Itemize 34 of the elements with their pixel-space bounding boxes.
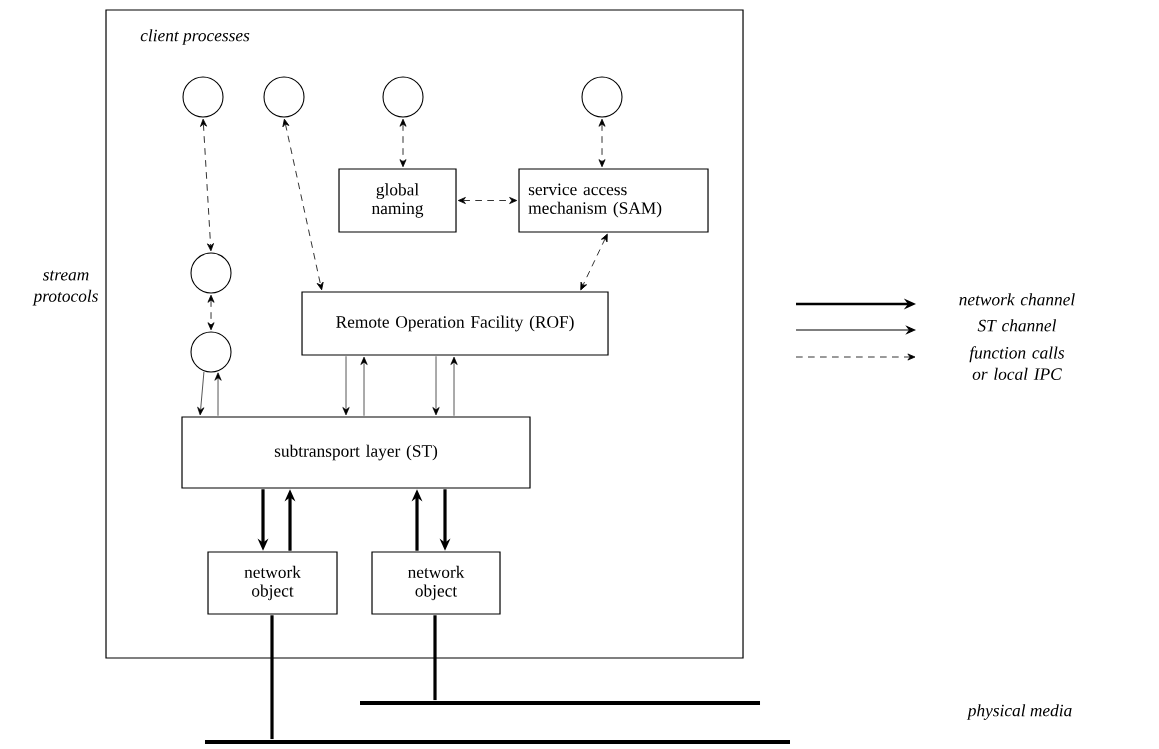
connector-line [433,615,437,701]
legend-text: ST channel [977,319,1057,332]
arrow [214,372,222,417]
arrow [207,294,215,331]
service-box: service access mechanism (SAM) [518,168,709,233]
process-circle [581,76,623,118]
naming-box: global naming [338,168,457,233]
arrow [360,356,368,417]
network-object-box: network object [371,551,501,615]
process-circle [263,76,305,118]
legend-text: function calls or local IPC [969,346,1065,380]
label-text: client processes [140,29,250,45]
label-text: physical media [966,704,1072,720]
arrow [580,233,608,291]
legend-text: network channel [959,293,1075,306]
process-circle [182,76,224,118]
arrow [598,118,606,168]
connector-line [270,615,274,740]
arrow [197,371,205,416]
arrow [399,118,407,168]
process-circle [382,76,424,118]
label-text: stream protocols [32,270,98,306]
arrow [200,118,214,252]
layer-box: subtransport layer (ST) [181,416,531,489]
process-circle [190,331,232,373]
arrow [432,355,440,416]
facility-box: Remote Operation Facility (ROF) [301,291,609,356]
process-circle [190,252,232,294]
arrow [282,118,324,291]
network-object-box: network object [207,551,338,615]
arrow [342,355,350,416]
arrow [450,356,458,417]
arrow [457,197,518,204]
host-frame [105,9,744,659]
